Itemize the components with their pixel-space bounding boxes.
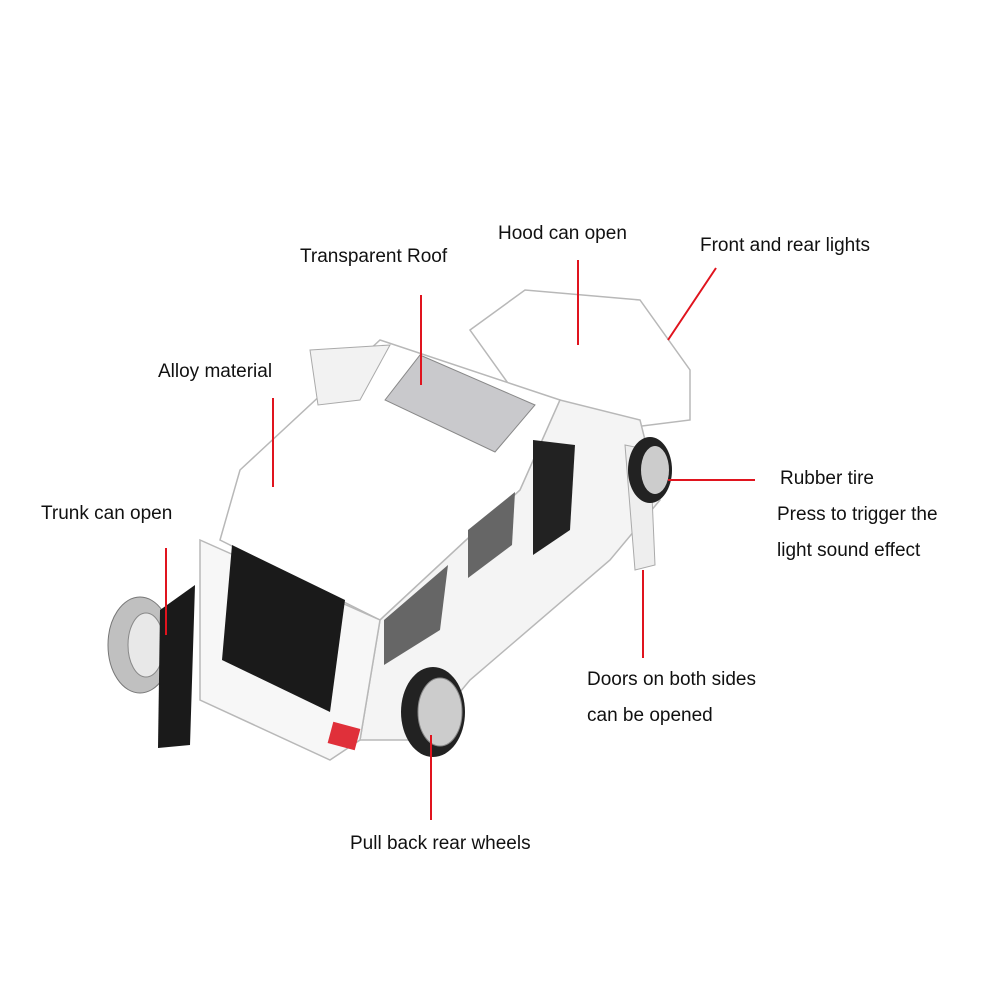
label-press-1: Press to trigger the [777,504,938,525]
label-alloy: Alloy material [158,361,273,382]
side-window [468,492,515,578]
label-tire: Rubber tire [780,468,874,489]
transparent-roof-window [384,354,536,453]
label-lights: Front and rear lights [700,235,871,256]
label-transparent-roof: Transparent Roof [300,246,448,267]
leader-lines [165,260,755,820]
label-wheels: Pull back rear wheels [350,833,531,854]
label-trunk: Trunk can open [41,503,173,524]
leader-line-lights [667,267,717,341]
label-press-2: light sound effect [777,540,921,561]
open-door-left [309,344,391,406]
trunk-opening [222,545,345,712]
label-doors-1: Doors on both sides [587,669,756,690]
side-window [384,565,448,665]
label-hood: Hood can open [498,223,627,244]
trunk-door [158,585,195,748]
rear-light [327,721,361,751]
door-opening [533,440,575,555]
label-doors-2: can be opened [587,705,713,726]
